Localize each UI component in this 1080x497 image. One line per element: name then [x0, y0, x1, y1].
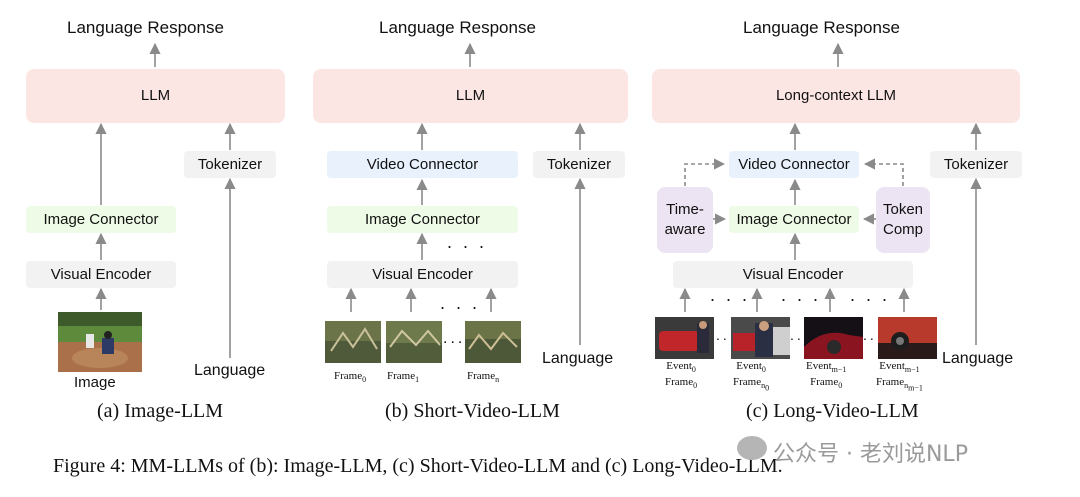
- image-label: Image: [74, 374, 116, 391]
- image-connector-box: Image Connector: [729, 206, 859, 233]
- ellipsis: ...: [790, 327, 811, 343]
- video-connector-box: Video Connector: [729, 151, 859, 178]
- caption-c: (c) Long-Video-LLM: [746, 400, 919, 422]
- ellipsis: . . .: [440, 293, 481, 313]
- frame-label: Framen: [467, 370, 500, 385]
- frame-label: Frame1: [387, 370, 420, 385]
- token-comp-box: Token Comp: [876, 187, 930, 253]
- ellipsis: . . .: [447, 232, 488, 252]
- dashed-arrow: [684, 158, 726, 186]
- figure-caption: Figure 4: MM-LLMs of (b): Image-LLM, (c)…: [53, 455, 783, 477]
- event-frame-thumbnail: [804, 317, 863, 359]
- time-aware-box: Time- aware: [657, 187, 713, 253]
- wechat-icon: [737, 436, 767, 460]
- visual-encoder-box: Visual Encoder: [673, 261, 913, 288]
- tokenizer-box: Tokenizer: [533, 151, 625, 178]
- tokenizer-box: Tokenizer: [930, 151, 1022, 178]
- image-connector-box: Image Connector: [327, 206, 518, 233]
- frame-thumbnail: [325, 321, 381, 363]
- tokenizer-box: Tokenizer: [184, 151, 276, 178]
- llm-box: LLM: [26, 69, 285, 123]
- event-frame-thumbnail: [731, 317, 790, 359]
- frame-thumbnail: [465, 321, 521, 363]
- ellipsis: . . .: [781, 285, 822, 305]
- caption-a: (a) Image-LLM: [97, 400, 224, 422]
- llm-box: LLM: [313, 69, 628, 123]
- baseball-image: [58, 312, 142, 372]
- event-frame-thumbnail: [655, 317, 714, 359]
- video-connector-box: Video Connector: [327, 151, 518, 178]
- language-response-label: Language Response: [379, 18, 536, 37]
- ellipsis: ...: [716, 327, 737, 343]
- event-frame-thumbnail: [878, 317, 937, 359]
- caption-b: (b) Short-Video-LLM: [385, 400, 560, 422]
- ellipsis: ...: [863, 327, 884, 343]
- visual-encoder-box: Visual Encoder: [26, 261, 176, 288]
- language-response-label: Language Response: [743, 18, 900, 37]
- language-label: Language: [942, 350, 1014, 367]
- language-label: Language: [194, 362, 266, 379]
- long-context-llm-box: Long-context LLM: [652, 69, 1020, 123]
- watermark: 公众号 · 老刘说NLP: [773, 442, 968, 467]
- language-response-label: Language Response: [67, 18, 224, 37]
- visual-encoder-box: Visual Encoder: [327, 261, 518, 288]
- frame-label: Frame0: [334, 370, 367, 385]
- ellipsis: ...: [443, 330, 466, 347]
- ellipsis: . . .: [850, 285, 891, 305]
- image-connector-box: Image Connector: [26, 206, 176, 233]
- frame-thumbnail: [386, 321, 442, 363]
- dashed-arrow: [863, 158, 904, 186]
- ellipsis: . . .: [710, 285, 751, 305]
- language-label: Language: [542, 350, 614, 367]
